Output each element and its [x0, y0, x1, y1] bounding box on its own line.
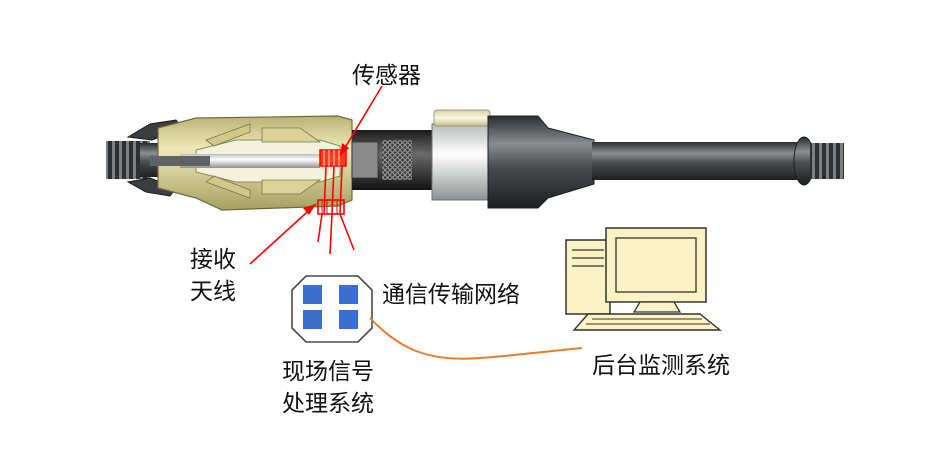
antenna-coil [321, 200, 338, 214]
antenna-element [317, 199, 345, 215]
tower-slots [572, 249, 604, 267]
keyboard-keys [586, 318, 710, 325]
desktop-computer-icon [565, 227, 722, 331]
mesh-shield [382, 140, 412, 180]
right-cable-corrugated [810, 143, 844, 179]
stress-cone-right-lower [261, 179, 322, 195]
antenna-wires [317, 213, 355, 255]
stress-cone-left-lower [205, 175, 251, 199]
network-link-line [369, 317, 583, 360]
cream-band [433, 109, 491, 127]
receive-antenna-label: 接收 天线 [190, 244, 236, 308]
right-cable-body [592, 142, 798, 180]
computer-tower [565, 239, 611, 315]
field-processing-label-line-1: 现场信号 [282, 359, 374, 385]
white-sleeve [431, 123, 491, 201]
inner-conductor [180, 154, 320, 168]
stress-cone-left [205, 123, 251, 147]
computer-screen [615, 237, 697, 293]
backend-monitoring-label: 后台监测系统 [592, 353, 730, 379]
comm-network-label: 通信传输网络 [382, 282, 520, 308]
sensor-and-antenna [249, 85, 383, 265]
antenna-arrow-head [303, 204, 316, 215]
antenna-arrow [249, 203, 317, 265]
processor-chip [339, 285, 358, 304]
processor-chip [303, 310, 322, 329]
chip-module-icon [291, 275, 373, 343]
computer-keyboard [572, 313, 722, 331]
inner-conductor-core [150, 156, 210, 166]
sensor-coil [323, 150, 340, 166]
processor-chip [303, 285, 322, 304]
processor-chip [339, 310, 358, 329]
field-processing-label: 现场信号 处理系统 [282, 356, 374, 420]
gray-inner-sleeve [351, 141, 379, 179]
sensor-label: 传感器 [352, 63, 421, 89]
sensor-arrow [339, 85, 383, 157]
monitor-stand [632, 301, 682, 313]
stress-cone-right [261, 127, 322, 143]
termination-body [487, 115, 595, 209]
field-processing-label-line-2: 处理系统 [282, 391, 374, 417]
receive-antenna-label-line-2: 天线 [190, 279, 236, 305]
cable-joint-assembly [106, 109, 844, 211]
sensor-arrow-head [340, 143, 349, 156]
receive-antenna-label-line-1: 接收 [190, 247, 236, 273]
